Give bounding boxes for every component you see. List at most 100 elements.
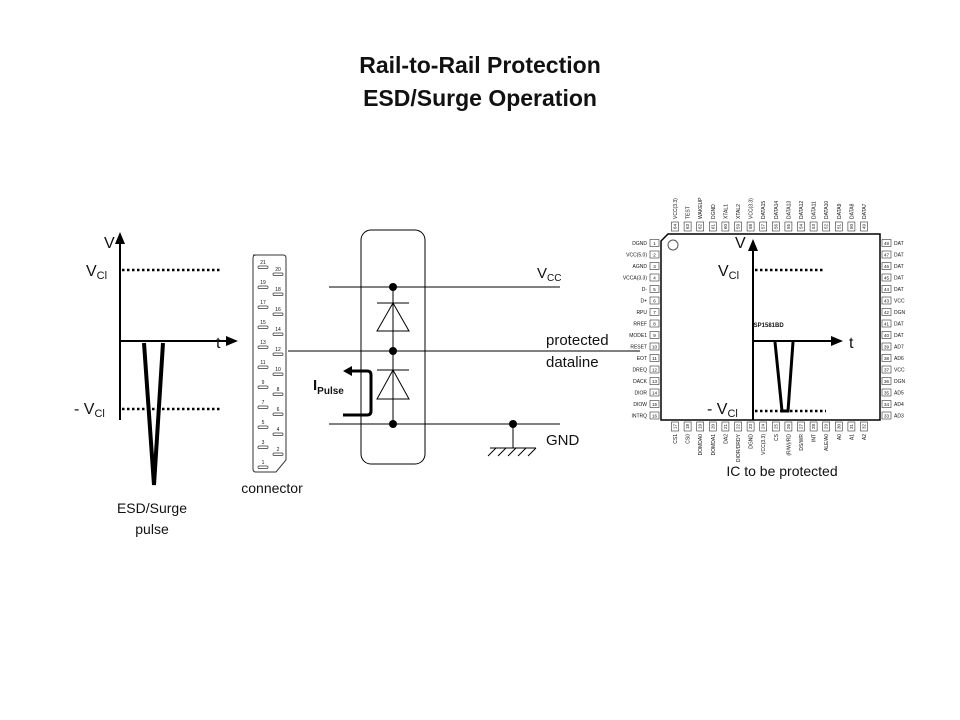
svg-text:37: 37 — [884, 368, 890, 373]
svg-text:DACK: DACK — [633, 379, 648, 385]
svg-text:DGN: DGN — [894, 310, 906, 316]
ic-t-axis-arrow-icon — [831, 336, 843, 346]
svg-text:35: 35 — [884, 391, 890, 396]
svg-text:VCC(3.3): VCC(3.3) — [673, 198, 679, 219]
svg-text:20: 20 — [710, 424, 715, 430]
connector-pin-number: 20 — [275, 267, 281, 273]
svg-text:AD4: AD4 — [894, 402, 904, 408]
svg-text:31: 31 — [849, 424, 854, 430]
svg-text:25: 25 — [773, 424, 778, 430]
svg-text:D-: D- — [642, 287, 648, 293]
neg-vcl-label: - VCl — [74, 401, 105, 420]
connector-pin: 21 — [257, 260, 269, 269]
svg-text:VCC(3.3): VCC(3.3) — [749, 198, 755, 219]
connector-pin-number: 7 — [262, 400, 265, 406]
svg-text:27: 27 — [799, 424, 804, 430]
svg-text:3: 3 — [653, 264, 656, 269]
connector-pin-number: 19 — [260, 280, 266, 286]
svg-text:DS/WR: DS/WR — [799, 434, 805, 451]
svg-text:DAT: DAT — [894, 322, 904, 328]
svg-text:2: 2 — [653, 253, 656, 258]
svg-text:23: 23 — [748, 424, 753, 430]
connector-pin-number: 1 — [262, 460, 265, 466]
svg-text:64: 64 — [673, 224, 678, 230]
pulse-current-arrow-icon — [343, 366, 352, 376]
dataline-label-line-2: dataline — [546, 354, 599, 371]
svg-text:DIOW: DIOW — [633, 402, 647, 408]
connector-pin-number: 10 — [275, 367, 281, 373]
esd-pulse-waveform: V t VCl - VCl ESD/Surge pulse — [74, 232, 238, 537]
svg-text:19: 19 — [698, 424, 703, 430]
t-axis-label: t — [216, 335, 221, 352]
svg-text:INT: INT — [812, 434, 818, 442]
svg-text:VCCA(3.3): VCCA(3.3) — [623, 276, 648, 282]
svg-text:CS0: CS0 — [686, 434, 692, 444]
svg-text:36: 36 — [884, 379, 890, 384]
v-axis-arrow-icon — [115, 232, 125, 244]
svg-text:18: 18 — [685, 424, 690, 430]
connector-pin: 6 — [272, 407, 284, 416]
svg-text:EOT: EOT — [637, 356, 647, 362]
connector-label: connector — [241, 480, 303, 496]
svg-text:49: 49 — [862, 224, 867, 230]
connector-pin-number: 13 — [260, 340, 266, 346]
upper-diode-icon — [376, 301, 410, 332]
svg-text:17: 17 — [673, 424, 678, 430]
junction-dot — [389, 283, 397, 291]
svg-text:VCC: VCC — [894, 299, 905, 305]
connector-pin: 3 — [257, 440, 269, 449]
ic-t-axis-label: t — [849, 335, 854, 352]
svg-text:RESET: RESET — [630, 345, 647, 351]
svg-text:DAT: DAT — [894, 276, 904, 282]
svg-text:RREF: RREF — [633, 322, 647, 328]
title-line-2: ESD/Surge Operation — [363, 85, 597, 111]
svg-text:DGND: DGND — [711, 204, 717, 219]
svg-text:DIOR: DIOR — [635, 391, 648, 397]
svg-text:AD5: AD5 — [894, 391, 904, 397]
svg-text:XTAL1: XTAL1 — [723, 204, 729, 219]
connector-pin-number: 4 — [277, 427, 280, 433]
svg-text:(R/W)/RD: (R/W)/RD — [786, 434, 792, 456]
svg-text:WAKEUP: WAKEUP — [698, 197, 704, 219]
svg-text:5: 5 — [653, 287, 656, 292]
connector-pin: 11 — [257, 360, 269, 369]
svg-text:DIOR/DRDY: DIOR/DRDY — [736, 433, 742, 462]
svg-text:AD3: AD3 — [894, 414, 904, 420]
svg-text:DAT: DAT — [894, 241, 904, 247]
connector-pin-number: 17 — [260, 300, 266, 306]
svg-text:A0: A0 — [837, 434, 843, 440]
vcc-label: VCC — [537, 265, 561, 284]
connector-pin: 16 — [272, 307, 284, 316]
connector-pin-number: 11 — [260, 360, 265, 366]
svg-text:AGND: AGND — [633, 264, 648, 270]
svg-text:9: 9 — [653, 333, 656, 338]
ic-pin-right: 35 AD5 — [881, 388, 904, 397]
connector-pin: 5 — [257, 420, 269, 429]
svg-text:53: 53 — [811, 224, 816, 230]
svg-text:44: 44 — [884, 287, 890, 292]
svg-text:39: 39 — [884, 345, 890, 350]
dataline-label-line-1: protected — [546, 332, 609, 349]
